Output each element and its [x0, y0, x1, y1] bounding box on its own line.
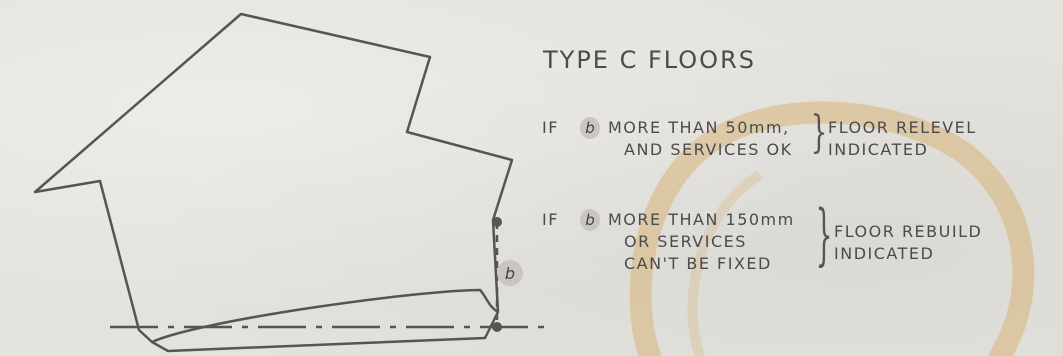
rule-1-condition-line-1: MORE THAN 50mm, — [608, 118, 790, 137]
rule-2-condition-line-1: MORE THAN 150mm — [608, 210, 795, 229]
measurement-label: b — [505, 264, 515, 283]
rule-2-brace: } — [815, 197, 833, 274]
rule-1-if: IF — [542, 118, 559, 137]
rule-1-result-line-2: INDICATED — [828, 140, 929, 159]
rule-2-result-line-1: FLOOR REBUILD — [834, 222, 983, 241]
rule-1-condition-line-2: AND SERVICES OK — [624, 140, 793, 159]
measurement-badge — [497, 260, 523, 286]
rule-1-brace: } — [810, 107, 828, 158]
measurement-bottom-dot — [492, 322, 502, 332]
heading: TYPE C FLOORS — [543, 46, 756, 74]
rule-2-if: IF — [542, 210, 559, 229]
rule-2-badge: b — [580, 209, 600, 231]
house-outline — [33, 12, 514, 353]
measurement-top-dot — [492, 217, 502, 227]
rule-2-condition-line-3: CAN'T BE FIXED — [624, 254, 772, 273]
rule-1-result-line-1: FLOOR RELEVEL — [828, 118, 977, 137]
floor-slab-line — [151, 288, 499, 344]
rule-1-badge: b — [580, 117, 600, 139]
rule-2-result-line-2: INDICATED — [834, 244, 935, 263]
coffee-ring-stain — [629, 101, 1035, 356]
rule-2-condition-line-2: OR SERVICES — [624, 232, 747, 251]
